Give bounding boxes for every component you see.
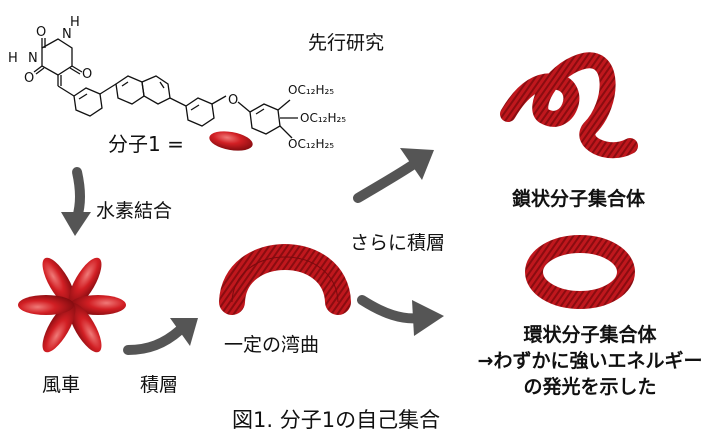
atom-n-left: N bbox=[28, 51, 38, 66]
arrow-up-right-icon bbox=[353, 148, 434, 203]
atom-n-top: N bbox=[62, 27, 72, 42]
ring-label-line2: →わずかに強いエネルギー bbox=[477, 350, 703, 372]
chain-label: 鎖状分子集合体 bbox=[512, 188, 646, 210]
ring-label-line3: の発光を示した bbox=[523, 376, 657, 398]
molecule-legend: 分子1 = bbox=[108, 132, 184, 156]
atom-o-ether: O bbox=[228, 93, 238, 108]
molecule-structure: O N H H N O O O OC₁₂H₂₅ OC₁₂H₂₅ OC₁₂H₂₅ bbox=[8, 15, 346, 151]
atom-h-top: H bbox=[70, 15, 80, 30]
rosette-illustration bbox=[18, 257, 126, 353]
ring-assembly-illustration bbox=[525, 235, 635, 309]
step-hbond-label: 水素結合 bbox=[96, 200, 173, 222]
curved-label: 一定の湾曲 bbox=[224, 334, 320, 356]
alkoxy-mid-label: OC₁₂H₂₅ bbox=[300, 111, 346, 125]
alkoxy-bottom-label: OC₁₂H₂₅ bbox=[288, 137, 334, 151]
atom-h-left: H bbox=[8, 51, 18, 66]
figure-caption: 図1. 分子1の自己集合 bbox=[232, 408, 441, 432]
chain-assembly-illustration bbox=[500, 52, 638, 159]
atom-o-left: O bbox=[24, 71, 34, 86]
curved-stack-illustration bbox=[219, 244, 351, 315]
alkoxy-top-label: OC₁₂H₂₅ bbox=[288, 83, 334, 97]
arrow-right-down-icon bbox=[357, 295, 444, 336]
atom-o-top: O bbox=[36, 25, 46, 40]
header-label: 先行研究 bbox=[308, 32, 385, 54]
arrow-down-icon bbox=[61, 167, 91, 236]
atom-o-right: O bbox=[82, 67, 92, 82]
step-stack-label: 積層 bbox=[140, 374, 179, 396]
arrow-right-icon bbox=[123, 318, 198, 355]
rosette-label: 風車 bbox=[42, 374, 81, 396]
step-further-stack-label: さらに積層 bbox=[350, 232, 446, 254]
ring-label-line1: 環状分子集合体 bbox=[523, 324, 657, 346]
molecule-ellipse-icon bbox=[209, 131, 253, 151]
